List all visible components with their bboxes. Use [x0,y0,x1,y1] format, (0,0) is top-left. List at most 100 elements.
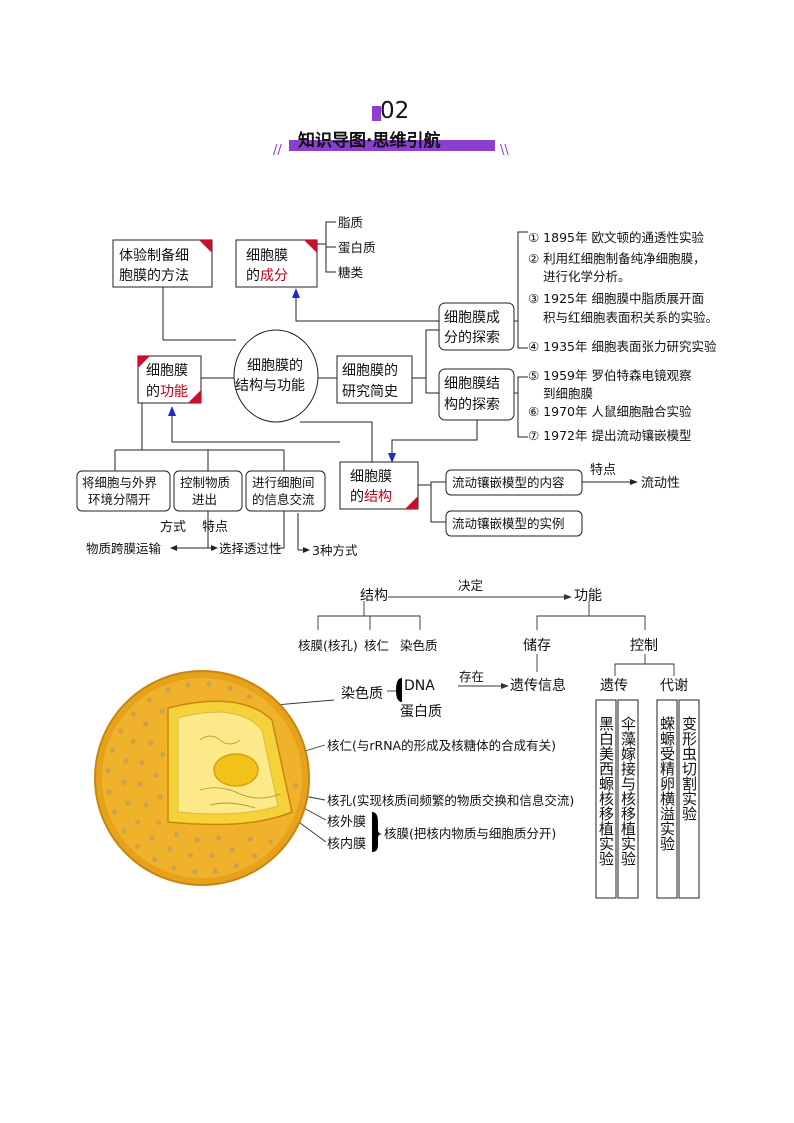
nuclear-pores [105,681,299,875]
center-line-1: 细胞膜的 [247,358,303,374]
transport-label: 物质跨膜运输 [86,541,162,556]
control-label: 控制 [630,638,658,654]
struct-item: ⑦ 1972年 提出流动镶嵌模型 [528,428,691,443]
pore-dot [247,836,254,842]
method-line-2: 胞膜的方法 [119,268,189,284]
arrow-up-icon [292,288,300,298]
three-ways-label: 3种方式 [312,543,358,558]
function-item: 将细胞与外界 环境分隔开 [76,470,171,512]
svg-text:控制物质: 控制物质 [180,475,230,490]
structure-box: 细胞膜 的结构 [339,461,419,510]
arrow-up-icon [168,406,176,416]
history-line-1: 细胞膜的 [342,363,398,379]
svg-text:的功能: 的功能 [146,384,188,400]
nucleolus-label: 核仁(与rRNA的形成及核糖体的合成有关) [327,738,556,753]
function-box: 细胞膜 的功能 [137,355,202,404]
pore-dot [135,844,141,850]
pore-dot [130,711,136,717]
composition-prefix: 的 [246,268,260,284]
pore-dot [121,828,127,834]
pore-dot [106,789,112,795]
part-chromatin: 染色质 [400,638,438,653]
nucleus-connectors [239,596,675,852]
arrow-right-icon [501,683,509,689]
model-content-box: 流动镶嵌模型的内容 [445,469,583,496]
pore-label: 核孔(实现核质间频繁的物质交换和信息交流) [327,793,574,808]
explore-composition-box: 细胞膜成 分的探索 [438,302,515,351]
pore-dot [160,751,166,757]
model-example-box: 流动镶嵌模型的实例 [445,510,583,537]
structure-key: 结构 [364,489,392,505]
pore-dot [149,835,155,841]
pore-dot [187,852,193,858]
mindmap-connectors [114,221,632,551]
storage-label: 储存 [523,638,551,654]
pore-dot [121,779,127,786]
pore-dot [233,863,239,869]
model-feature-label: 特点 [590,463,616,478]
structure-line-1: 细胞膜 [350,469,392,485]
svg-text:的信息交流: 的信息交流 [252,492,315,507]
arrow-right-icon [630,479,638,485]
feature-label: 特点 [202,520,228,535]
protein-label: 蛋白质 [400,704,442,720]
pore-dot [252,853,258,859]
section-header: 02 知识导图·思维引航 // \\ [273,98,509,158]
pore-dot [118,728,124,734]
metabolism-label: 代谢 [660,678,688,694]
pore-dot [153,772,159,778]
method-line-1: 体验制备细 [119,247,189,264]
experiment-2: 伞藻嫁接与核移植实验 [619,716,637,866]
function-key: 功能 [160,384,188,400]
pore-dot [246,694,252,700]
svg-text:流动镶嵌模型的实例: 流动镶嵌模型的实例 [452,516,565,531]
pore-dot [173,831,179,838]
part-nucleolus: 核仁 [364,638,389,653]
number-accent [372,106,381,121]
explore-struct-line-1: 细胞膜结 [444,376,500,392]
part-envelope: 核膜(核孔) [298,638,358,653]
deco-left: // [273,143,282,158]
heredity-label: 遗传 [600,678,628,694]
way-label: 方式 [160,519,186,535]
inner-membrane-label: 核内膜 [327,836,366,852]
arrow-right-icon [211,545,218,551]
pore-dot [157,794,163,800]
center-node: 细胞膜的 结构与功能 [233,329,319,423]
svg-text:进出: 进出 [192,492,217,507]
experiment-3: 蝾螈受精卵横溢实验 [658,716,676,851]
arrow-left-icon [170,545,177,551]
composition-item: 糖类 [338,265,364,280]
experiment-columns: 黑白美西螈核移植实验 伞藻嫁接与核移植实验 蝾螈受精卵横溢实验 变形虫切割实验 [595,699,700,899]
genetic-info-label: 遗传信息 [510,677,566,694]
pore-dot [216,835,222,841]
struct-item-cont: 到细胞膜 [543,386,593,401]
pore-dot [293,782,299,788]
envelope-label: 核膜(把核内物质与细胞质分开) [384,826,556,841]
pore-dot [143,721,149,727]
section-title: 知识导图·思维引航 [297,130,440,151]
svg-text:将细胞与外界: 将细胞与外界 [82,475,158,490]
comp-history-list: ① 1895年 欧文顿的通透性实验 ② 利用红细胞制备纯净细胞膜， 进行化学分析… [528,230,718,354]
pore-dot [165,687,171,694]
pore-dot [111,809,117,815]
svg-text:环境分隔开: 环境分隔开 [88,492,151,507]
pore-dot [123,758,129,764]
comp-item-cont: 积与红细胞表面积关系的实验。 [543,310,718,325]
pore-dot [185,682,191,688]
pore-dot [167,846,173,852]
pore-dot [192,869,198,875]
selective-label: 选择透过性 [219,541,282,556]
composition-key: 成分 [260,268,288,284]
pore-dot [125,800,131,806]
arrow-right-icon [564,594,572,600]
experiment-1: 黑白美西螈核移植实验 [597,716,615,866]
comp-item: ③ 1925年 细胞膜中脂质展开面 [528,291,704,306]
pore-dot [109,747,115,753]
composition-item: 脂质 [338,215,363,230]
pore-dot [152,856,158,862]
section-number: 02 [380,98,409,124]
pore-dot [268,839,274,845]
